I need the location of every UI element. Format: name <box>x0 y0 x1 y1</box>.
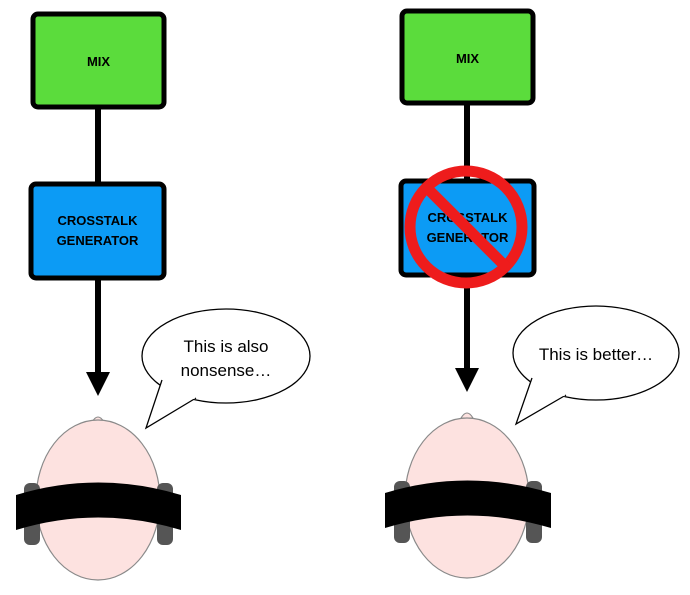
right-panel: MIX CROSSTALK GENERATOR This is better… <box>385 8 680 579</box>
right-listener-head-icon <box>385 412 551 579</box>
no-entry-sign-icon <box>404 165 528 289</box>
left-mix-rect <box>30 11 167 110</box>
left-arrowhead <box>86 372 110 396</box>
prohibition-slash <box>422 183 510 271</box>
left-crosstalk-label-line2: GENERATOR <box>57 233 139 248</box>
left-bubble-ellipse <box>141 308 311 404</box>
left-mix-label: MIX <box>87 54 110 69</box>
left-speech-line1: This is also <box>183 337 268 356</box>
right-headphone-band <box>385 480 551 528</box>
left-crosstalk-label-line1: CROSSTALK <box>58 213 139 228</box>
left-listener-head-icon <box>16 416 181 581</box>
right-speech-bubble: This is better… <box>512 305 680 426</box>
right-nose <box>460 412 474 419</box>
left-panel: MIX CROSSTALK GENERATOR This is also non… <box>16 11 311 581</box>
right-mix-box: MIX <box>399 8 536 106</box>
left-crosstalk-rect <box>28 181 167 281</box>
right-crosstalk-label-line2: GENERATOR <box>427 230 509 245</box>
right-mix-rect <box>399 8 536 106</box>
left-speech-bubble: This is also nonsense… <box>141 308 311 430</box>
left-speech-line2: nonsense… <box>181 361 272 380</box>
right-arrowhead <box>455 368 479 392</box>
left-crosstalk-box: CROSSTALK GENERATOR <box>28 181 167 281</box>
right-mix-label: MIX <box>456 51 479 66</box>
prohibition-ring <box>404 165 528 289</box>
right-bubble-ellipse <box>512 305 680 401</box>
left-mix-box: MIX <box>30 11 167 110</box>
left-headphone-band <box>16 482 181 530</box>
right-speech-line1: This is better… <box>539 345 653 364</box>
